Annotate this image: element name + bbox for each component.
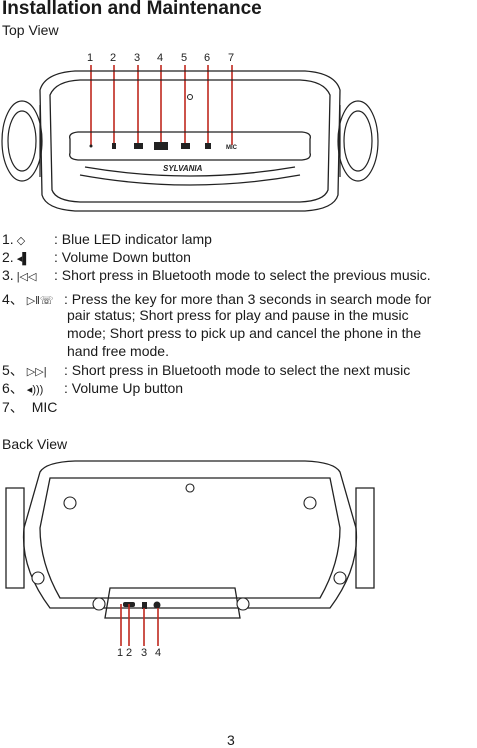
list-item-6: 6、◂))) : Volume Up button	[2, 379, 183, 399]
item-number: 5、	[2, 362, 24, 378]
button-row: MIC	[89, 142, 238, 151]
item-text: : Blue LED indicator lamp	[54, 231, 212, 247]
item-4-continuation-1: pair status; Short press for play and pa…	[67, 307, 409, 323]
back-callout-3: 3	[141, 647, 147, 659]
list-item-5: 5、▷▷| : Short press in Bluetooth mode to…	[2, 361, 410, 381]
list-item-3: 3.|◁◁ : Short press in Bluetooth mode to…	[2, 266, 431, 286]
top-callout-7: 7	[228, 52, 234, 64]
back-callout-4: 4	[155, 647, 161, 659]
back-view-label: Back View	[2, 436, 68, 452]
item-text: MIC	[31, 399, 58, 415]
top-callout-2: 2	[110, 52, 116, 64]
brand-logo: SYLVANIA	[163, 164, 203, 173]
list-item-1: 1.◇ : Blue LED indicator lamp	[2, 230, 212, 250]
back-callout-2: 2	[126, 647, 132, 659]
led-dot-icon: ◇	[16, 235, 26, 247]
item-text: : Volume Down button	[54, 249, 191, 265]
item-text: : Volume Up button	[64, 380, 184, 396]
list-item-2: 2.◂▌ : Volume Down button	[2, 248, 191, 268]
page-heading: Installation and Maintenance	[2, 0, 262, 19]
callout-lines	[90, 65, 233, 145]
page-number: 3	[227, 732, 235, 748]
side-grilles	[1, 100, 379, 182]
item-number: 4、	[2, 291, 24, 307]
back-body	[5, 460, 375, 619]
previous-track-icon: |◁◁	[16, 271, 37, 283]
top-callout-1: 1	[87, 52, 93, 64]
item-number: 1.	[2, 231, 14, 247]
list-item-4: 4、▷‖☏ : Press the key for more than 3 se…	[2, 290, 431, 310]
item-text: : Short press in Bluetooth mode to selec…	[54, 267, 431, 283]
volume-down-icon: ◂▌	[16, 253, 31, 265]
back-callout-lines	[120, 604, 159, 646]
item-number: 2.	[2, 249, 14, 265]
top-view-label: Top View	[2, 22, 59, 38]
back-callout-1: 1	[117, 647, 123, 659]
item-text: : Short press in Bluetooth mode to selec…	[64, 362, 411, 378]
top-callout-5: 5	[181, 52, 187, 64]
item-4-continuation-2: mode; Short press to pick up and cancel …	[67, 325, 422, 341]
mic-label: MIC	[226, 145, 238, 151]
volume-up-icon: ◂)))	[26, 384, 44, 396]
back-screws	[31, 483, 347, 611]
next-track-icon: ▷▷|	[26, 366, 47, 378]
item-4-continuation-3: hand free mode.	[67, 343, 169, 359]
item-number: 6、	[2, 380, 24, 396]
top-callout-3: 3	[134, 52, 140, 64]
speaker-body	[39, 70, 341, 212]
top-callout-4: 4	[157, 52, 163, 64]
item-number: 3.	[2, 267, 14, 283]
item-number: 7、	[2, 399, 24, 415]
top-hole	[187, 94, 193, 100]
top-view-illustration: 1 2 3 4 5 6 7 MIC SYLVA	[1, 52, 379, 212]
top-callout-6: 6	[204, 52, 210, 64]
back-view-illustration: 1 2 3 4	[5, 460, 375, 659]
list-item-7: 7、 MIC	[2, 398, 57, 416]
play-pause-phone-icon: ▷‖☏	[26, 295, 54, 307]
item-text: : Press the key for more than 3 seconds …	[64, 291, 432, 307]
